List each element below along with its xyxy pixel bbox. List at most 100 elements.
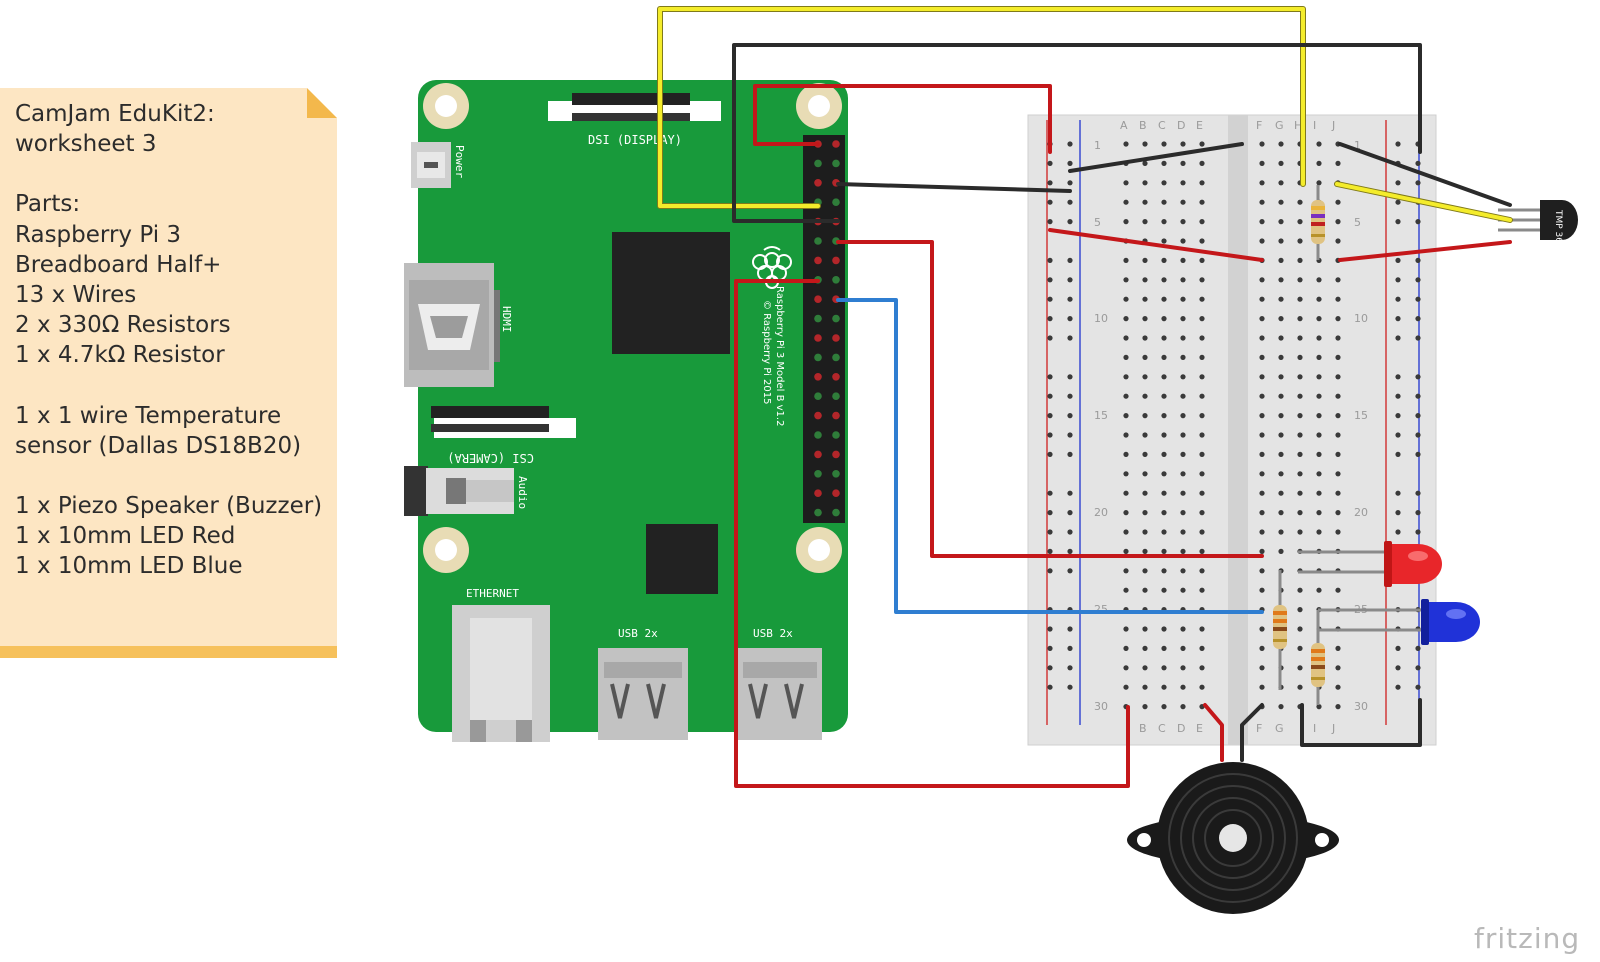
parts-note: CamJam EduKit2: worksheet 3 Parts: Raspb… (0, 88, 337, 658)
breadboard-hole (1335, 316, 1341, 322)
breadboard-hole (1199, 529, 1205, 535)
gpio-pin (832, 489, 840, 498)
breadboard-hole (1180, 316, 1186, 322)
breadboard-hole (1316, 432, 1322, 438)
breadboard-hole (1415, 316, 1421, 322)
breadboard-hole (1161, 374, 1167, 380)
breadboard-hole (1259, 509, 1265, 516)
breadboard: A B C D E F G H I J B C D E F G I J 1 5 … (1027, 114, 1437, 746)
breadboard-hole (1161, 393, 1167, 399)
breadboard-hole (1259, 199, 1265, 205)
breadboard-hole (1123, 277, 1129, 283)
row-number: 20 (1354, 506, 1368, 519)
row-number: 5 (1094, 216, 1101, 229)
breadboard-hole (1259, 587, 1265, 593)
breadboard-hole (1395, 316, 1401, 322)
breadboard-column-letters-top: A B C D E F G H I J (1120, 119, 1335, 132)
breadboard-hole (1395, 141, 1401, 147)
breadboard-hole (1067, 199, 1073, 205)
breadboard-hole (1395, 490, 1401, 496)
breadboard-hole (1316, 413, 1322, 419)
breadboard-hole (1067, 316, 1073, 322)
breadboard-hole (1316, 296, 1322, 302)
breadboard-hole (1047, 432, 1053, 438)
breadboard-hole (1199, 587, 1205, 593)
breadboard-hole (1316, 160, 1322, 166)
breadboard-hole (1259, 354, 1265, 360)
breadboard-hole (1180, 277, 1186, 283)
breadboard-hole (1395, 335, 1401, 341)
resistor-4k7 (1311, 185, 1325, 260)
breadboard-hole (1161, 490, 1167, 496)
row-number: 1 (1354, 139, 1361, 152)
breadboard-hole (1142, 257, 1148, 263)
breadboard-hole (1278, 277, 1284, 283)
breadboard-hole (1415, 509, 1421, 516)
gpio-pin (832, 373, 840, 381)
breadboard-hole (1297, 529, 1303, 535)
ethernet-port (452, 605, 550, 742)
row-number: 15 (1354, 409, 1368, 422)
breadboard-hole (1142, 335, 1148, 341)
col-letter: D (1177, 722, 1185, 735)
gpio-pin (814, 411, 822, 420)
breadboard-hole (1047, 160, 1053, 166)
row-number: 15 (1094, 409, 1108, 422)
breadboard-hole (1142, 432, 1148, 438)
gpio-pin (814, 334, 822, 342)
breadboard-hole (1297, 374, 1303, 380)
breadboard-hole (1123, 587, 1129, 593)
breadboard-hole (1278, 490, 1284, 496)
breadboard-hole (1180, 296, 1186, 302)
breadboard-hole (1067, 548, 1073, 555)
breadboard-hole (1067, 335, 1073, 341)
breadboard-hole (1415, 374, 1421, 380)
breadboard-hole (1335, 529, 1341, 535)
breadboard-hole (1047, 529, 1053, 535)
breadboard-hole (1395, 219, 1401, 225)
gpio-pin (814, 373, 822, 381)
breadboard-hole (1335, 393, 1341, 399)
breadboard-hole (1259, 529, 1265, 535)
breadboard-hole (1316, 141, 1322, 147)
note-title-line2: worksheet 3 (15, 131, 157, 158)
breadboard-hole (1199, 374, 1205, 380)
part-item: 1 x 10mm LED Blue (15, 553, 243, 580)
breadboard-hole (1047, 180, 1053, 186)
power-label: Power (453, 145, 466, 178)
breadboard-hole (1047, 490, 1053, 496)
breadboard-hole (1297, 199, 1303, 205)
breadboard-holes (1047, 141, 1421, 710)
gpio-pin (814, 431, 822, 439)
copyright-label: © Raspberry Pi 2015 (761, 300, 772, 404)
col-letter: J (1331, 119, 1335, 132)
breadboard-hole (1297, 413, 1303, 419)
breadboard-hole (1335, 374, 1341, 380)
gpio-pin (832, 276, 840, 284)
breadboard-hole (1278, 219, 1284, 225)
breadboard-hole (1123, 180, 1129, 186)
col-letter: A (1120, 119, 1128, 132)
usb-port-1 (598, 648, 688, 740)
breadboard-hole (1142, 645, 1148, 652)
breadboard-hole (1142, 665, 1148, 671)
breadboard-hole (1123, 548, 1129, 555)
led-leads (1298, 550, 1425, 632)
breadboard-hole (1335, 471, 1341, 477)
breadboard-hole (1123, 219, 1129, 225)
gpio-pin (832, 392, 840, 401)
breadboard-hole (1123, 529, 1129, 535)
breadboard-hole (1297, 393, 1303, 399)
mounting-hole-icon (796, 83, 842, 129)
part-item: 1 x Piezo Speaker (Buzzer) (15, 493, 323, 520)
col-letter: F (1256, 119, 1262, 132)
wire-blue (836, 298, 1264, 614)
breadboard-hole (1123, 568, 1129, 574)
breadboard-hole (1395, 645, 1401, 652)
breadboard-hole (1199, 471, 1205, 477)
breadboard-hole (1259, 665, 1265, 671)
breadboard-hole (1180, 587, 1186, 593)
breadboard-hole (1180, 684, 1186, 690)
breadboard-hole (1278, 704, 1284, 710)
gpio-pin (814, 353, 822, 362)
